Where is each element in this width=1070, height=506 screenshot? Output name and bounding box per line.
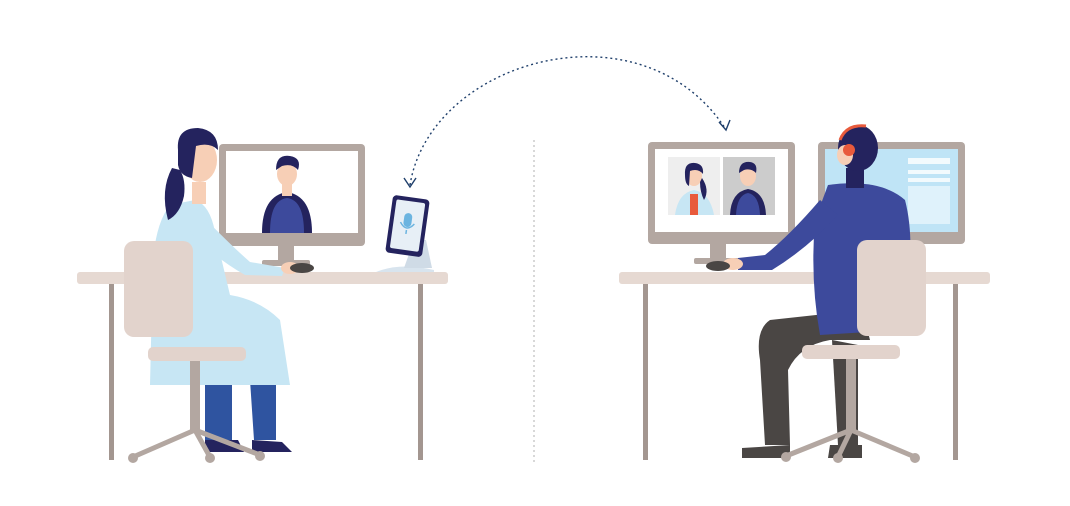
right-workstation — [619, 124, 990, 463]
headset-icon — [838, 124, 867, 156]
left-workstation — [77, 128, 448, 463]
left-chair — [124, 241, 265, 463]
video-call-icon — [262, 155, 312, 233]
microphone-icon — [399, 213, 415, 235]
right-monitor — [648, 142, 795, 264]
video-tile-woman — [668, 157, 720, 215]
right-desk — [619, 272, 990, 460]
smartphone-icon — [376, 195, 434, 276]
right-chair — [781, 240, 926, 463]
video-tile-man — [723, 157, 775, 215]
connection-arc — [403, 56, 731, 189]
left-monitor — [219, 144, 365, 266]
